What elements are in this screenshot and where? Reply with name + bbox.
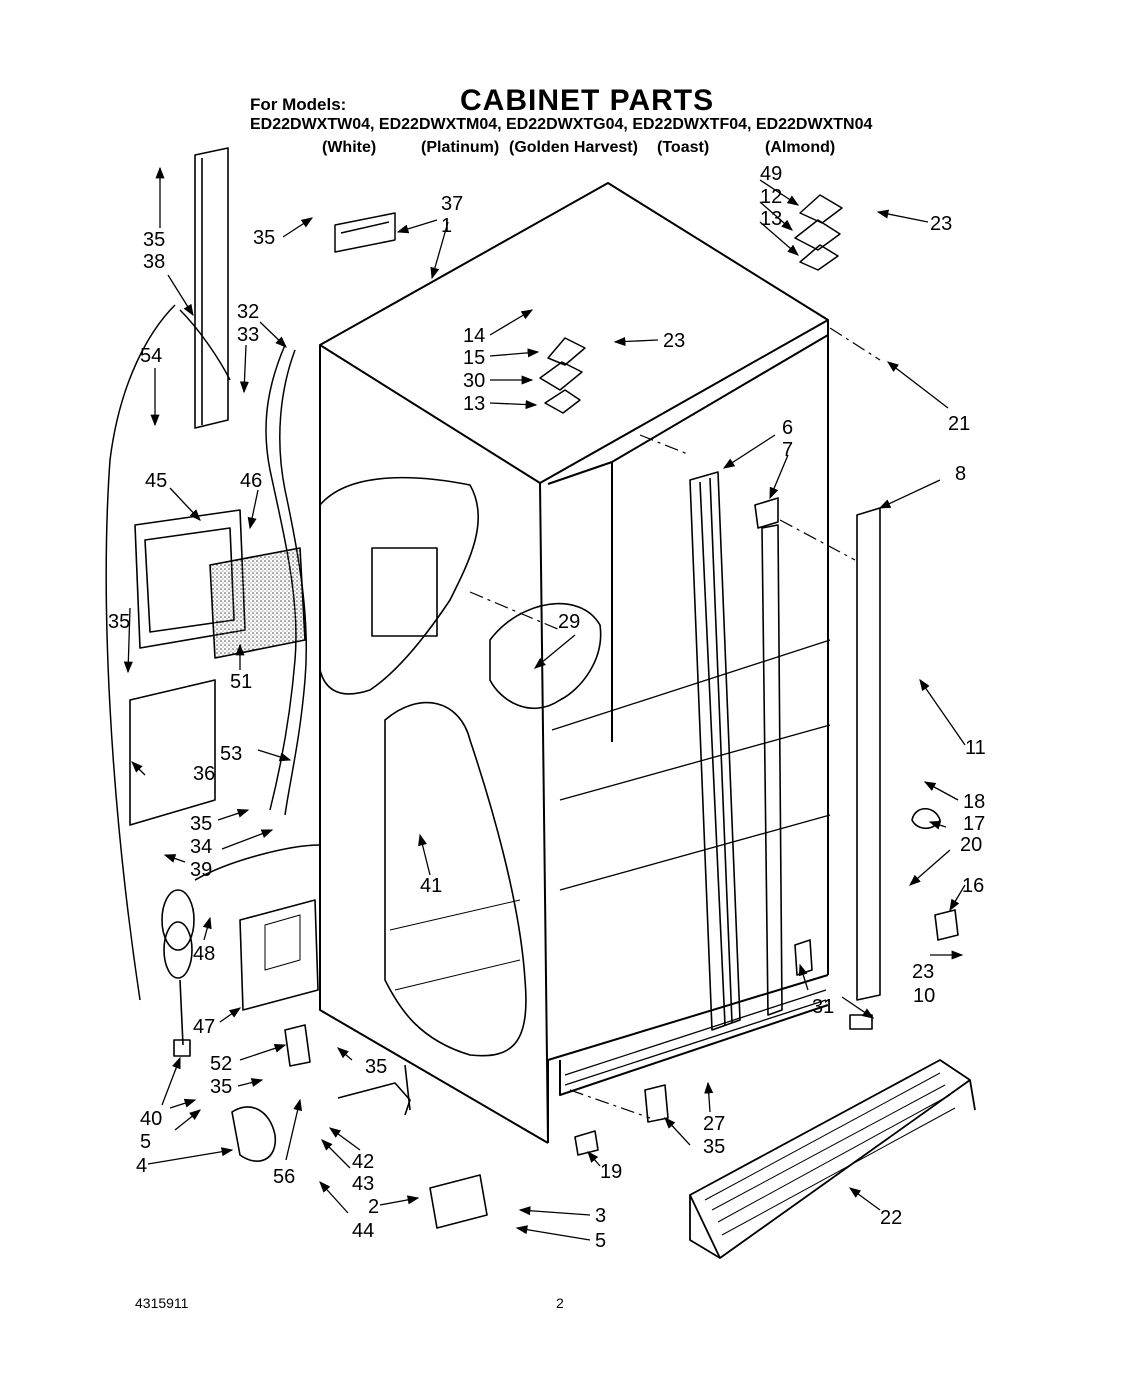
callout-22: 22 — [880, 1207, 902, 1229]
callout-numbers: 1 2 3 4 5 5 6 7 8 10 11 12 13 13 14 15 1… — [108, 163, 986, 1252]
wiring-harness — [105, 304, 308, 1001]
callout-45: 45 — [145, 470, 167, 492]
trim-channel-left — [194, 147, 229, 429]
color-almond: (Almond) — [765, 139, 836, 156]
callout-35-bottom-right: 35 — [703, 1136, 725, 1158]
callout-40: 40 — [140, 1108, 162, 1130]
color-platinum: (Platinum) — [421, 139, 500, 156]
callout-32: 32 — [237, 301, 259, 323]
leader-lines — [123, 166, 966, 1241]
callout-23-hinge: 23 — [663, 330, 685, 352]
top-bracket — [334, 194, 843, 414]
right-trim — [856, 507, 881, 1001]
callout-54: 54 — [140, 345, 162, 367]
callout-34: 34 — [190, 836, 212, 858]
callout-33: 33 — [237, 324, 259, 346]
callout-48: 48 — [193, 943, 215, 965]
callout-38: 38 — [143, 251, 165, 273]
divider-trim — [689, 471, 741, 1031]
callout-35-bracket-low: 35 — [365, 1056, 387, 1078]
callout-35-top-left: 35 — [143, 229, 165, 251]
callout-29: 29 — [558, 611, 580, 633]
callout-14: 14 — [463, 325, 485, 347]
callout-37: 37 — [441, 193, 463, 215]
callout-41: 41 — [420, 875, 442, 897]
model-numbers: ED22DWXTW04, ED22DWXTM04, ED22DWXTG04, E… — [250, 116, 873, 133]
callout-53: 53 — [220, 743, 242, 765]
callout-52: 52 — [210, 1053, 232, 1075]
callout-35-mid: 35 — [190, 813, 212, 835]
leveling-foot — [849, 1014, 873, 1030]
heater-strip — [754, 497, 783, 1016]
cabinet-shell — [319, 182, 831, 1144]
callout-4: 4 — [136, 1155, 147, 1177]
callout-11: 11 — [965, 737, 986, 759]
callout-19: 19 — [600, 1161, 622, 1183]
callout-7: 7 — [782, 439, 793, 461]
callout-46: 46 — [240, 470, 262, 492]
callout-31: 31 — [812, 996, 834, 1018]
model-colors: (White) (Platinum) (Golden Harvest) (Toa… — [0, 139, 1138, 161]
color-golden-harvest: (Golden Harvest) — [509, 139, 638, 156]
color-toast: (Toast) — [657, 139, 710, 156]
callout-56: 56 — [273, 1166, 295, 1188]
callout-20: 20 — [960, 834, 982, 856]
page-number: 2 — [556, 1295, 564, 1311]
callout-6: 6 — [782, 417, 793, 439]
callout-5-lower: 5 — [595, 1230, 606, 1252]
callout-13-hinge: 13 — [463, 393, 485, 415]
alignment-lines — [469, 327, 881, 1119]
callout-17: 17 — [963, 813, 985, 835]
callout-44: 44 — [352, 1220, 374, 1242]
callout-21: 21 — [948, 413, 970, 435]
callout-30: 30 — [463, 370, 485, 392]
callout-12: 12 — [760, 186, 782, 208]
callout-51: 51 — [230, 671, 252, 693]
callout-3: 3 — [595, 1205, 606, 1227]
toe-grille — [689, 1059, 976, 1259]
callout-18: 18 — [963, 791, 985, 813]
callout-35-bottom-left: 35 — [210, 1076, 232, 1098]
callout-35-bracket: 35 — [253, 227, 275, 249]
callout-1: 1 — [441, 215, 452, 237]
control-box — [239, 899, 319, 1011]
callout-16: 16 — [962, 875, 984, 897]
document-number: 4315911 — [135, 1295, 189, 1311]
lower-brackets — [231, 807, 959, 1229]
callout-42: 42 — [352, 1151, 374, 1173]
callout-10: 10 — [913, 985, 935, 1007]
light-shield — [129, 679, 216, 826]
color-white: (White) — [322, 139, 377, 156]
callout-49: 49 — [760, 163, 782, 185]
callout-23-top: 23 — [930, 213, 952, 235]
callout-39: 39 — [190, 859, 212, 881]
callout-47: 47 — [193, 1016, 215, 1038]
for-models-label: For Models: — [250, 95, 347, 114]
callout-8: 8 — [955, 463, 966, 485]
cutaway-views — [319, 476, 602, 1057]
callout-2: 2 — [368, 1196, 379, 1218]
evaporator-fan-assembly — [134, 509, 306, 659]
callout-36: 36 — [193, 763, 215, 785]
callout-23-bottom: 23 — [912, 961, 934, 983]
callout-43: 43 — [352, 1173, 374, 1195]
page-title: CABINET PARTS — [460, 84, 715, 117]
callout-35-fan: 35 — [108, 611, 130, 633]
power-cord — [161, 844, 321, 1057]
callout-13-top: 13 — [760, 208, 782, 230]
callout-15: 15 — [463, 347, 485, 369]
callout-27: 27 — [703, 1113, 725, 1135]
callout-5-upper: 5 — [140, 1131, 151, 1153]
